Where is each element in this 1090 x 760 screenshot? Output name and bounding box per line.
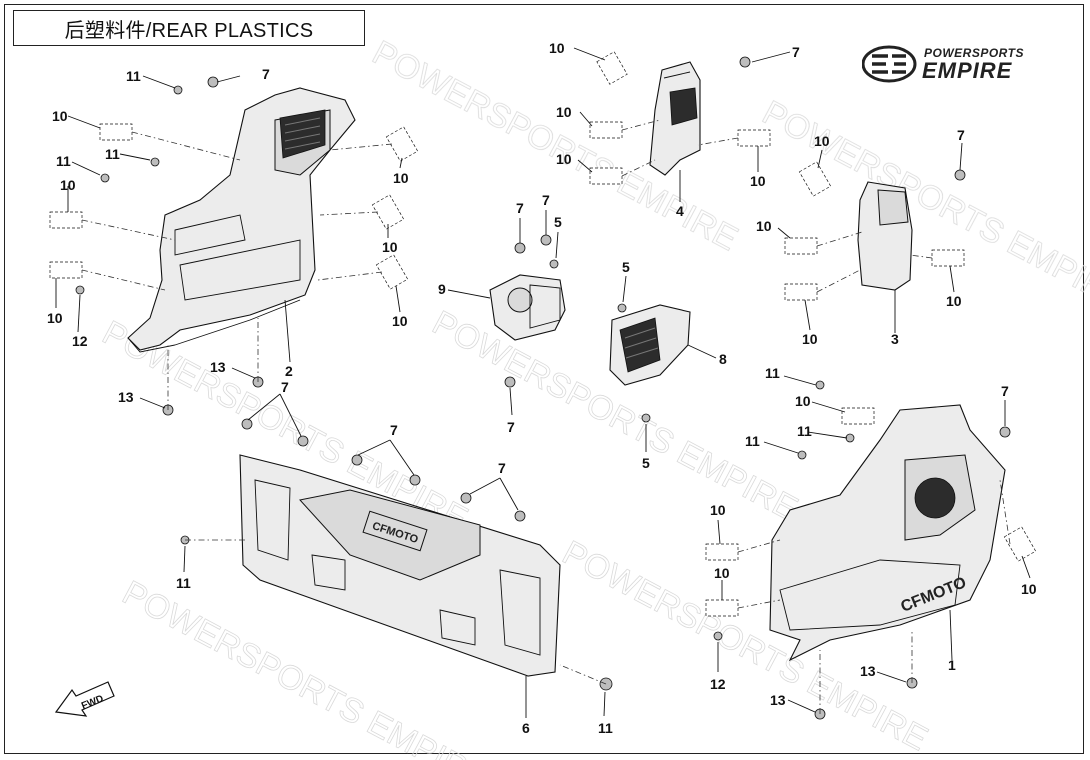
callout-13: 13 [770, 692, 786, 708]
callout-11: 11 [126, 68, 141, 84]
callout-10: 10 [556, 104, 572, 120]
callout-12: 12 [72, 333, 88, 349]
callout-10: 10 [392, 313, 408, 329]
callout-10: 10 [814, 133, 830, 149]
callout-10: 10 [60, 177, 76, 193]
callout-10: 10 [756, 218, 772, 234]
callout-10: 10 [795, 393, 811, 409]
callout-10: 10 [382, 239, 398, 255]
callout-7: 7 [542, 192, 550, 208]
callout-10: 10 [52, 108, 68, 124]
part-3-upper-trim [857, 181, 913, 291]
callout-5: 5 [622, 259, 630, 275]
callout-7: 7 [281, 379, 289, 395]
callout-7: 7 [1001, 383, 1009, 399]
brand-logo: POWERSPORTS EMPIRE [861, 44, 1057, 84]
fwd-arrow-icon: FWD [54, 681, 115, 717]
callout-4: 4 [676, 203, 684, 219]
leader-lines [55, 47, 1031, 718]
callout-7: 7 [516, 200, 524, 216]
callout-10: 10 [393, 170, 409, 186]
part-4-upper-trim [649, 61, 701, 176]
part-2-left-panel [127, 87, 356, 353]
callout-10: 10 [710, 502, 726, 518]
callout-8: 8 [719, 351, 727, 367]
callout-12: 12 [710, 676, 726, 692]
callout-3: 3 [891, 331, 899, 347]
callout-10: 10 [750, 173, 766, 189]
callout-11: 11 [56, 153, 71, 169]
callout-2: 2 [285, 363, 293, 379]
callout-11: 11 [765, 365, 780, 381]
drawing-frame [4, 4, 1084, 754]
callout-5: 5 [554, 214, 562, 230]
callout-7: 7 [957, 127, 965, 143]
callout-6: 6 [522, 720, 530, 736]
part-1-right-panel: CFMOTO [769, 404, 1006, 662]
callout-7: 7 [390, 422, 398, 438]
callout-11: 11 [105, 146, 120, 162]
part-8-vent [609, 304, 691, 386]
callout-11: 11 [797, 423, 812, 439]
callout-11: 11 [598, 720, 613, 736]
brand-line-2: EMPIRE [922, 58, 1013, 83]
callout-10: 10 [47, 310, 63, 326]
vent-grille [279, 109, 326, 159]
assembly-lines [81, 119, 1011, 714]
callout-7: 7 [792, 44, 800, 60]
page-title: 后塑料件/REAR PLASTICS [64, 19, 314, 42]
callout-13: 13 [860, 663, 876, 679]
callout-10: 10 [802, 331, 818, 347]
callout-13: 13 [210, 359, 226, 375]
callout-7: 7 [507, 419, 515, 435]
callout-1: 1 [948, 657, 956, 673]
title-box: 后塑料件/REAR PLASTICS [13, 10, 365, 46]
callout-10: 10 [549, 40, 565, 56]
callout-11: 11 [745, 433, 760, 449]
callout-13: 13 [118, 389, 134, 405]
part-6-rear-panel: CFMOTO [239, 454, 561, 677]
fastener-hardware [75, 56, 1011, 720]
callout-11: 11 [176, 575, 191, 591]
callout-10: 10 [946, 293, 962, 309]
callout-9: 9 [438, 281, 446, 297]
callouts: 11 7 10 11 11 10 10 12 10 10 10 13 13 2 … [47, 40, 1037, 736]
callout-10: 10 [714, 565, 730, 581]
brand-emblem-icon [861, 45, 917, 83]
brand-line-1: POWERSPORTS [924, 46, 1024, 60]
callout-10: 10 [556, 151, 572, 167]
part-9-bracket [489, 274, 566, 341]
callout-7: 7 [498, 460, 506, 476]
callout-5: 5 [642, 455, 650, 471]
callout-7: 7 [262, 66, 270, 82]
callout-10: 10 [1021, 581, 1037, 597]
